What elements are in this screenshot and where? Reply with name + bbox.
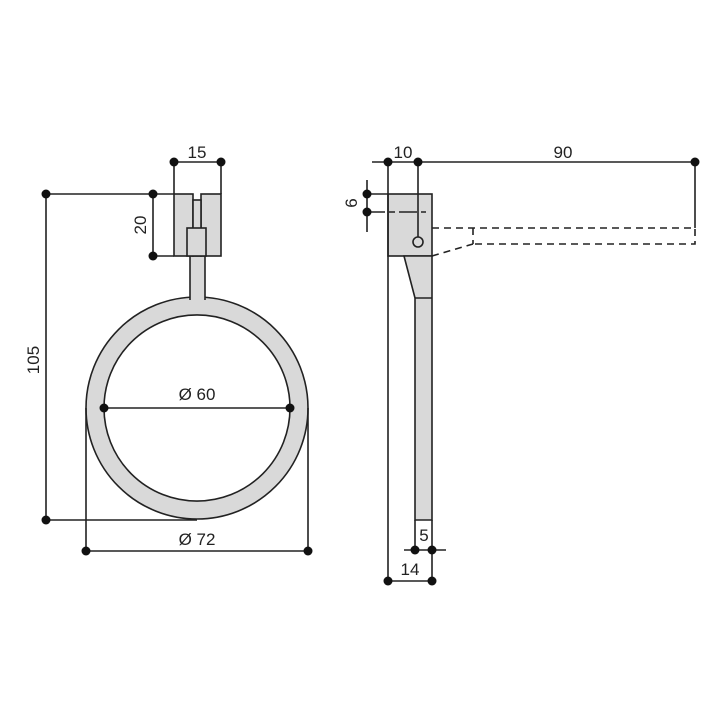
dim-dot — [362, 207, 372, 217]
dim-diameter-60: Ø 60 — [179, 385, 216, 404]
dim-dot — [410, 545, 420, 555]
dim-90: 90 — [554, 143, 573, 162]
hanger-tab — [186, 227, 207, 257]
bracket-side — [387, 193, 433, 257]
dim-dot — [690, 157, 700, 167]
dim-dot — [148, 251, 158, 261]
dim-dot — [41, 515, 51, 525]
dim-20: 20 — [131, 216, 150, 235]
front-view: 15 20 105 Ø 60 Ø 72 — [24, 143, 313, 556]
dim-dot — [81, 546, 91, 556]
dim-dot — [148, 189, 158, 199]
dim-5: 5 — [419, 526, 428, 545]
projection-outline — [431, 227, 696, 257]
dim-dot — [427, 545, 437, 555]
dim-dot — [383, 576, 393, 586]
dim-dot — [41, 189, 51, 199]
dim-10: 10 — [394, 143, 413, 162]
dim-dot — [413, 157, 423, 167]
dim-dot — [427, 576, 437, 586]
dim-dot — [362, 189, 372, 199]
ring-side — [402, 255, 433, 521]
dim-dot — [99, 403, 109, 413]
dim-105: 105 — [24, 346, 43, 374]
side-view: 10 90 6 5 14 — [342, 143, 700, 586]
dim-15: 15 — [188, 143, 207, 162]
dim-14: 14 — [401, 560, 420, 579]
dim-dot — [383, 157, 393, 167]
dim-dot — [285, 403, 295, 413]
dim-6: 6 — [342, 198, 361, 207]
dim-dot — [303, 546, 313, 556]
dim-dot — [216, 157, 226, 167]
dim-dot — [169, 157, 179, 167]
dim-diameter-72: Ø 72 — [179, 530, 216, 549]
